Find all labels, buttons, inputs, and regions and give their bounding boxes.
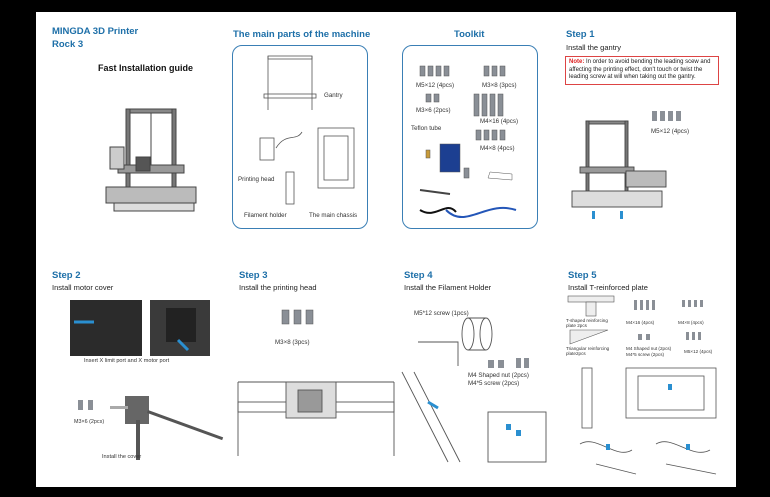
step2-screws: M3×6 (2pcs) xyxy=(74,419,104,425)
step4-title: Step 4 xyxy=(404,270,433,281)
step5-title: Step 5 xyxy=(568,270,597,281)
step2-drawing xyxy=(70,300,230,460)
main-parts-drawing xyxy=(256,52,356,222)
step1-drawing xyxy=(576,107,686,227)
step1-subtitle: Install the gantry xyxy=(566,43,621,52)
guide-title: Fast Installation guide xyxy=(98,63,193,73)
step5-nut: M4 Shaped nut (2pcs) xyxy=(626,346,671,351)
step5-m5x12: M5×12 (4pcs) xyxy=(684,349,712,354)
toolkit-m3x8: M3×8 (3pcs) xyxy=(482,82,517,89)
main-parts-title: The main parts of the machine xyxy=(233,29,370,40)
label-main-chassis: The main chassis xyxy=(309,212,357,219)
step3-drawing xyxy=(236,306,396,456)
step4-drawing xyxy=(398,312,548,462)
step3-title: Step 3 xyxy=(239,270,268,281)
step1-note: Note: In order to avoid bending the lead… xyxy=(565,56,719,85)
toolkit-m4x8: M4×8 (4pcs) xyxy=(480,145,515,152)
step3-screws: M3×8 (3pcs) xyxy=(275,339,310,346)
note-text: In order to avoid bending the leading sc… xyxy=(569,59,710,80)
step4-subtitle: Install the Filament Holder xyxy=(404,283,491,292)
step5-subtitle: Install T-reinforced plate xyxy=(568,283,648,292)
step2-subtitle: Install motor cover xyxy=(52,283,113,292)
step5-t-plate: T-shaped reinforcing plate 2pcs xyxy=(566,318,618,328)
brand-line1: MINGDA 3D Printer xyxy=(52,26,138,37)
label-filament-holder: Filament holder xyxy=(244,212,287,219)
step2-caption1: Insert X limit port and X motor port xyxy=(84,358,169,364)
step2-title: Step 2 xyxy=(52,270,81,281)
toolkit-m5x12: M5×12 (4pcs) xyxy=(416,82,454,89)
brand-line2: Rock 3 xyxy=(52,39,83,50)
printer-illustration xyxy=(96,87,206,227)
step5-m4x16: M4×16 (4pcs) xyxy=(626,320,654,325)
step5-drawing xyxy=(576,364,726,480)
step5-screw: M4*5 screw (2pcs) xyxy=(626,352,664,357)
step5-m4x8: M4×8 (4pcs) xyxy=(678,320,704,325)
label-printing-head: Printing head xyxy=(238,176,274,183)
toolkit-m4x16: M4×16 (4pcs) xyxy=(480,118,518,125)
toolkit-m3x6: M3×6 (2pcs) xyxy=(416,107,451,114)
step1-title: Step 1 xyxy=(566,29,595,40)
step4-screw2: M4*5 screw (2pcs) xyxy=(468,380,519,387)
label-gantry: Gantry xyxy=(324,92,343,99)
step4-nut: M4 Shaped nut (2pcs) xyxy=(468,372,529,379)
step1-screws: M5×12 (4pcs) xyxy=(651,128,689,135)
step3-subtitle: Install the printing head xyxy=(239,283,317,292)
step5-tri-plate: Triangular reinforcing plate2pcs xyxy=(566,346,620,356)
note-label: Note: xyxy=(569,59,584,65)
toolkit-title: Toolkit xyxy=(454,29,484,40)
installation-sheet: MINGDA 3D Printer Rock 3 Fast Installati… xyxy=(36,12,736,487)
step2-caption2: Install the cover xyxy=(102,454,141,460)
toolkit-teflon: Teflon tube xyxy=(411,125,441,132)
